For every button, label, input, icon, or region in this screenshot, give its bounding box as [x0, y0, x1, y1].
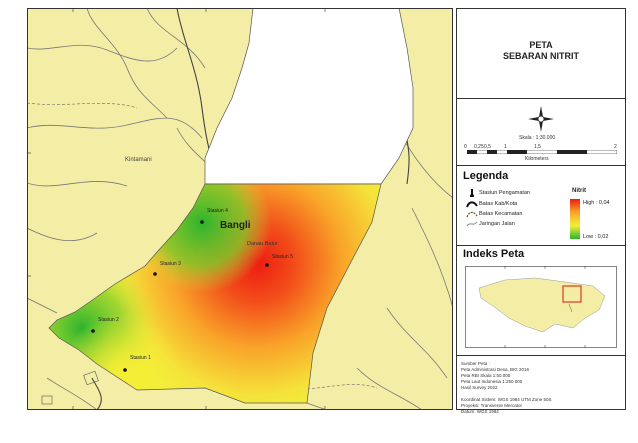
- station-4-point: [200, 220, 204, 224]
- ramp-low: Low : 0,02: [583, 234, 609, 240]
- note-line: Koordinat Sistem: WGS 1984 UTM Zone 50S: [461, 397, 552, 402]
- station-1-point: [123, 368, 127, 372]
- label-bangli: Bangli: [220, 220, 251, 231]
- note-line: Hasil Survey 2022: [461, 385, 498, 390]
- station-symbol-icon: [470, 189, 474, 197]
- regency-boundary-icon: [466, 201, 478, 208]
- ramp-title: Nitrit: [572, 188, 586, 194]
- map-title-line2: SEBARAN NITRIT: [503, 51, 579, 61]
- legend-item-road: Jaringan Jalan: [479, 221, 515, 227]
- legend-item-district: Batas Kecamatan: [479, 211, 523, 217]
- scale-tick-label: 2: [614, 144, 617, 150]
- station-1-label: Stasiun 1: [130, 355, 151, 361]
- ramp-high: High : 0,04: [583, 200, 610, 206]
- district-boundary-icon: [466, 211, 478, 218]
- main-map[interactable]: Kintamani Bangli Danau Batur Stasiun 1 S…: [27, 8, 453, 410]
- station-markers: [91, 220, 269, 372]
- scale-text: Skala : 1:30.000: [519, 135, 556, 141]
- legend-title: Legenda: [463, 170, 509, 182]
- north-arrow-icon: [528, 106, 554, 132]
- index-map-block: Indeks Peta: [457, 246, 625, 356]
- station-3-point: [153, 272, 157, 276]
- index-map: [465, 266, 617, 348]
- nitrite-color-ramp: [570, 199, 580, 239]
- title-block: PETA SEBARAN NITRIT: [457, 9, 625, 99]
- station-3-label: Stasiun 3: [160, 261, 181, 267]
- scale-tick-label: 0,25: [474, 144, 484, 150]
- note-line: Peta RBI Skala 1:50.000: [461, 373, 511, 378]
- note-line: Sumber Peta :: [461, 361, 490, 366]
- index-title: Indeks Peta: [463, 248, 525, 260]
- legend-block: Legenda Stasiun Pengamatan Batas Kab/Kot…: [457, 166, 625, 246]
- station-4-label: Stasiun 4: [207, 208, 228, 214]
- scale-tick-label: 1: [504, 144, 507, 150]
- label-danau-batur: Danau Batur: [247, 241, 278, 247]
- legend-item-station: Stasiun Pengamatan: [479, 190, 531, 196]
- lake-north: [204, 8, 414, 185]
- legend-item-regency: Batas Kab/Kota: [479, 201, 518, 207]
- road-icon: [466, 221, 478, 227]
- map-notes: Sumber Peta :Peta Administrasi Desa, BIG…: [461, 361, 552, 415]
- map-title-line1: PETA: [529, 40, 553, 50]
- scale-bar: [467, 150, 617, 154]
- scale-unit: Kilometers: [525, 156, 549, 162]
- station-5-point: [265, 263, 269, 267]
- station-2-label: Stasiun 2: [98, 317, 119, 323]
- label-kintamani: Kintamani: [125, 157, 152, 163]
- scale-tick-label: 0: [464, 144, 467, 150]
- note-line: Peta Laut Indonesia 1:250.000: [461, 379, 523, 384]
- note-line: Proyeksi: Transverse Mercator: [461, 403, 523, 408]
- map-canvas: [27, 8, 453, 410]
- station-2-point: [91, 329, 95, 333]
- station-5-label: Stasiun 5: [272, 254, 293, 260]
- scale-tick-label: 1,5: [534, 144, 541, 150]
- note-line: Datum: WGS 1984: [461, 409, 499, 414]
- map-sidebar: PETA SEBARAN NITRIT Skala : 1:30.000 0 0,…: [456, 8, 626, 414]
- scale-tick-label: 0,5: [484, 144, 491, 150]
- note-line: Peta Administrasi Desa, BIG 2016: [461, 367, 530, 372]
